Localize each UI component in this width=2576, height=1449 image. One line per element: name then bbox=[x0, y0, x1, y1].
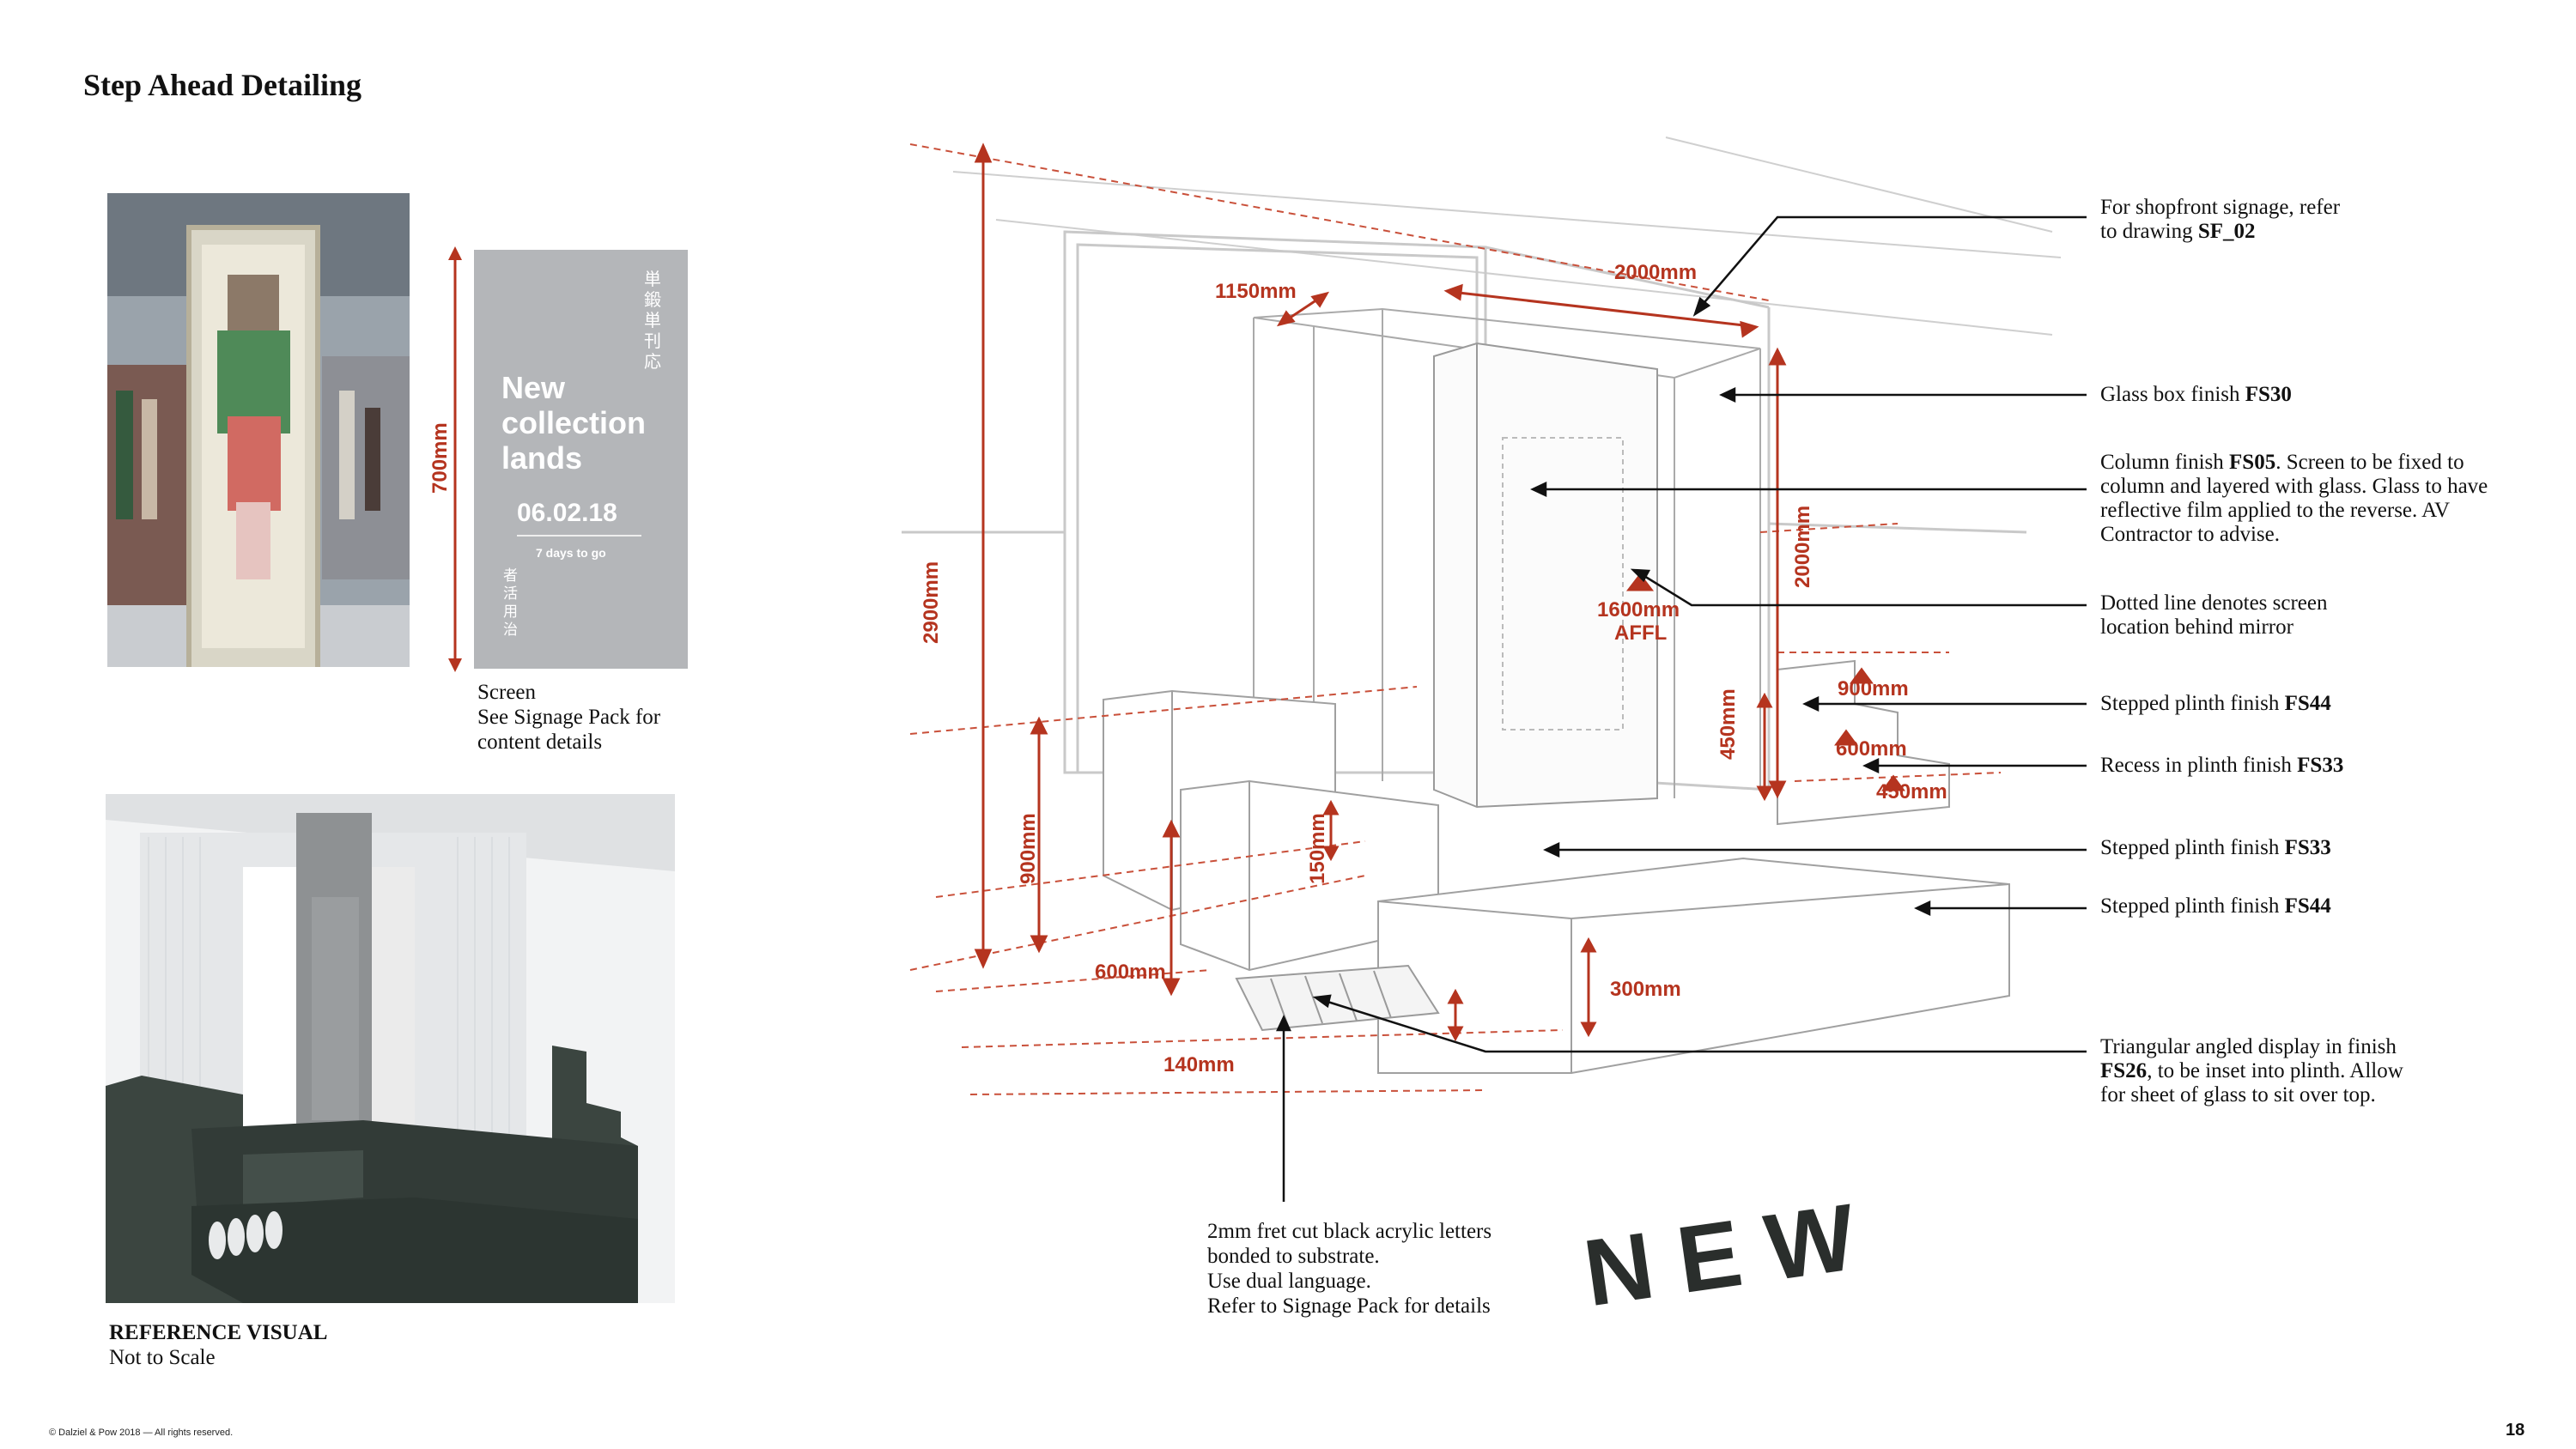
screen-headline: New collection lands bbox=[501, 370, 647, 476]
finish-code: FS33 bbox=[2284, 836, 2331, 859]
callout-shopfront: For shopfront signage, refer to drawing … bbox=[2100, 196, 2547, 244]
callout-text: Stepped plinth finish bbox=[2100, 836, 2285, 859]
callout-text: Use dual language. bbox=[1207, 1270, 1371, 1293]
callout-text: 2mm fret cut black acrylic letters bbox=[1207, 1220, 1492, 1243]
dim-affl: AFFL bbox=[1614, 621, 1667, 645]
reference-sub: Not to Scale bbox=[109, 1346, 216, 1369]
reference-visual-render bbox=[106, 794, 675, 1303]
japanese-vertical-text-2: 者活用治 bbox=[503, 567, 518, 639]
callout-glass-box: Glass box finish FS30 bbox=[2100, 383, 2547, 407]
callout-text: Stepped plinth finish bbox=[2100, 894, 2285, 918]
screen-note-line: See Signage Pack for bbox=[477, 706, 661, 729]
dim-150mm: 150mm bbox=[1306, 813, 1329, 884]
dim-600mm-left: 600mm bbox=[1095, 961, 1166, 984]
screen-content-card: 単鍛単刊応 New collection lands 06.02.18 7 da… bbox=[474, 250, 688, 669]
finish-code: FS05 bbox=[2229, 451, 2276, 474]
screen-divider bbox=[517, 535, 641, 537]
finish-code: SF_02 bbox=[2197, 220, 2256, 243]
callout-text: location behind mirror bbox=[2100, 615, 2293, 639]
dim-450mm-step: 450mm bbox=[1876, 780, 1947, 803]
dim-2000mm-height: 2000mm bbox=[1791, 506, 1814, 588]
callout-text: Glass box finish bbox=[2100, 383, 2245, 406]
page-number: 18 bbox=[2506, 1421, 2525, 1440]
callout-acrylic-letters: 2mm fret cut black acrylic letters bonde… bbox=[1207, 1219, 1568, 1319]
callout-recess: Recess in plinth finish FS33 bbox=[2100, 754, 2547, 778]
dim-2000mm-width: 2000mm bbox=[1614, 261, 1697, 284]
callout-text: Refer to Signage Pack for details bbox=[1207, 1294, 1491, 1318]
callout-text: . Screen to be fixed to bbox=[2275, 451, 2464, 474]
callout-text: Stepped plinth finish bbox=[2100, 692, 2285, 715]
callout-text: to drawing bbox=[2100, 220, 2198, 243]
finish-code: FS26 bbox=[2100, 1059, 2148, 1082]
callout-triangular-display: Triangular angled display in finish FS26… bbox=[2100, 1035, 2547, 1107]
reference-caption: REFERENCE VISUAL Not to Scale bbox=[109, 1320, 327, 1370]
screen-height-dimension bbox=[448, 246, 462, 672]
dim-450mm-vertical: 450mm bbox=[1716, 688, 1740, 760]
reference-label: REFERENCE VISUAL bbox=[109, 1321, 328, 1344]
screen-note-line: content details bbox=[477, 731, 603, 754]
dim-900mm-step: 900mm bbox=[1838, 677, 1909, 700]
screen-date: 06.02.18 bbox=[517, 499, 617, 527]
callout-text: Dotted line denotes screen bbox=[2100, 591, 2328, 615]
callout-stepped-plinth-fs44: Stepped plinth finish FS44 bbox=[2100, 692, 2547, 716]
dim-1150mm: 1150mm bbox=[1215, 280, 1297, 303]
callout-text: Contractor to advise. bbox=[2100, 523, 2280, 546]
callout-text: bonded to substrate. bbox=[1207, 1245, 1380, 1268]
store-photo bbox=[107, 193, 410, 667]
japanese-vertical-text: 単鍛単刊応 bbox=[644, 269, 661, 372]
callout-text: column and layered with glass. Glass to … bbox=[2100, 475, 2488, 498]
finish-code: FS30 bbox=[2245, 383, 2292, 406]
svg-text:700mm: 700mm bbox=[428, 422, 452, 494]
callout-text: Recess in plinth finish bbox=[2100, 754, 2298, 777]
dim-900mm-left: 900mm bbox=[1017, 813, 1040, 884]
callout-stepped-plinth-fs33: Stepped plinth finish FS33 bbox=[2100, 836, 2547, 860]
screen-note-line: Screen bbox=[477, 681, 537, 704]
page-title: Step Ahead Detailing bbox=[83, 68, 362, 102]
dim-600mm-step: 600mm bbox=[1836, 737, 1907, 761]
screen-countdown: 7 days to go bbox=[536, 546, 606, 560]
callout-text: for sheet of glass to sit over top. bbox=[2100, 1083, 2376, 1106]
dim-2900mm: 2900mm bbox=[920, 561, 943, 644]
dim-1600mm: 1600mm bbox=[1597, 598, 1680, 621]
finish-code: FS33 bbox=[2297, 754, 2344, 777]
callout-dotted-line: Dotted line denotes screen location behi… bbox=[2100, 591, 2547, 640]
finish-code: FS44 bbox=[2284, 894, 2331, 918]
callout-column: Column finish FS05. Screen to be fixed t… bbox=[2100, 451, 2547, 547]
dim-700mm: 700mm bbox=[428, 422, 452, 494]
copyright-footer: © Dalziel & Pow 2018 — All rights reserv… bbox=[49, 1428, 234, 1438]
callout-text: Triangular angled display in finish bbox=[2100, 1035, 2397, 1058]
callout-text: reflective film applied to the reverse. … bbox=[2100, 499, 2451, 522]
finish-code: FS44 bbox=[2284, 692, 2331, 715]
dim-300mm: 300mm bbox=[1610, 978, 1681, 1001]
callout-text: , to be inset into plinth. Allow bbox=[2147, 1059, 2403, 1082]
isometric-drawing: 2900mm 2000mm 1150mm 2000mm 1600mm AFFL … bbox=[902, 136, 2087, 1326]
dim-140mm: 140mm bbox=[1163, 1053, 1235, 1076]
screen-note: Screen See Signage Pack for content deta… bbox=[477, 680, 660, 755]
callout-text: Column finish bbox=[2100, 451, 2230, 474]
floor-new-letters: NEW bbox=[1578, 1180, 1887, 1326]
callout-stepped-plinth-fs44-front: Stepped plinth finish FS44 bbox=[2100, 894, 2547, 919]
callout-text: For shopfront signage, refer bbox=[2100, 196, 2341, 219]
